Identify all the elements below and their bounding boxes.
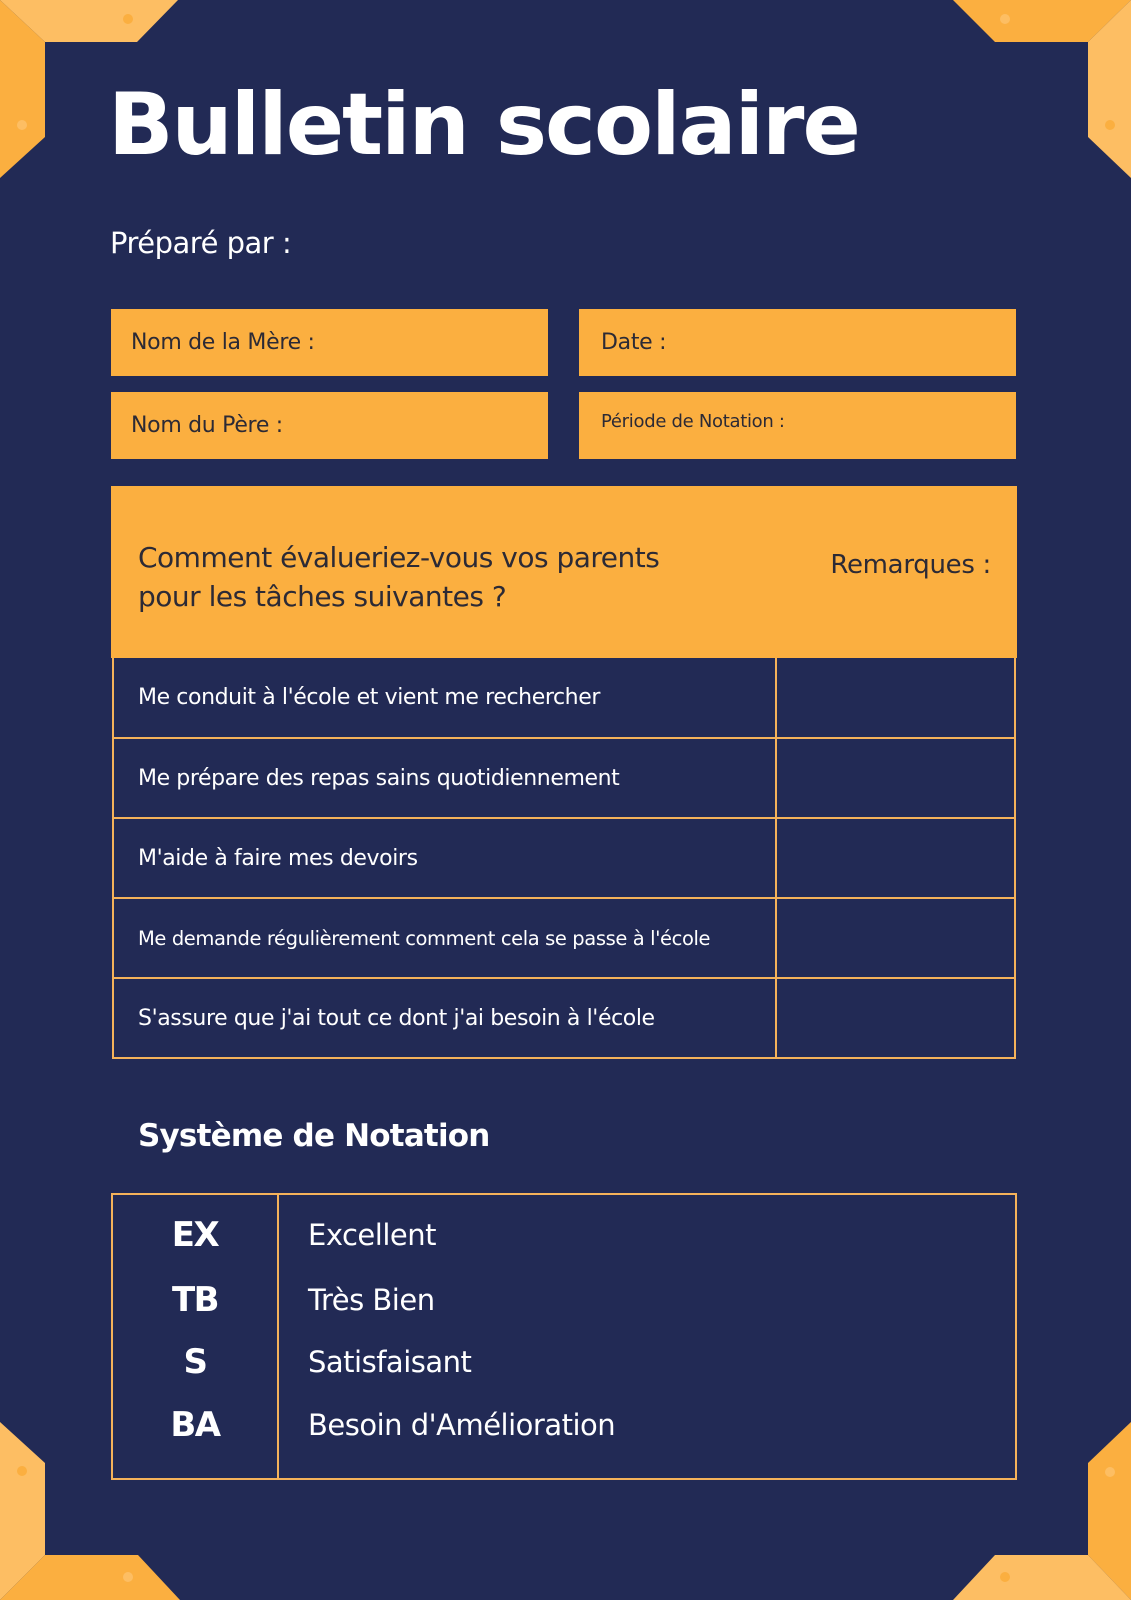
grading-period-field[interactable]: Période de Notation : bbox=[579, 392, 1016, 459]
table-row: Me demande régulièrement comment cela se… bbox=[112, 897, 1017, 979]
remark-cell[interactable] bbox=[774, 897, 1017, 979]
mother-name-label: Nom de la Mère : bbox=[131, 330, 315, 355]
date-label: Date : bbox=[601, 330, 667, 355]
grade-code: TB bbox=[171, 1280, 220, 1320]
legend-row: BA Besoin d'Amélioration bbox=[113, 1395, 1015, 1455]
remark-cell[interactable] bbox=[774, 737, 1017, 819]
grade-code: BA bbox=[170, 1405, 221, 1445]
legend-row: S Satisfaisant bbox=[113, 1332, 1015, 1392]
evaluation-header: Comment évalueriez-vous vos parents pour… bbox=[111, 486, 1017, 658]
grade-meaning: Très Bien bbox=[308, 1283, 435, 1317]
grade-code: EX bbox=[171, 1215, 220, 1255]
prepared-by-label[interactable]: Préparé par : bbox=[110, 226, 292, 260]
grade-meaning: Excellent bbox=[308, 1218, 436, 1252]
remark-cell[interactable] bbox=[774, 977, 1017, 1059]
evaluation-question-line-2: pour les tâches suivantes ? bbox=[138, 580, 507, 613]
grading-system-title: Système de Notation bbox=[138, 1118, 490, 1154]
table-row: S'assure que j'ai tout ce dont j'ai beso… bbox=[112, 977, 1017, 1059]
task-label: M'aide à faire mes devoirs bbox=[112, 817, 777, 899]
remark-cell[interactable] bbox=[774, 817, 1017, 899]
remark-cell[interactable] bbox=[774, 658, 1017, 739]
legend-row: TB Très Bien bbox=[113, 1270, 1015, 1330]
remarks-column-header: Remarques : bbox=[830, 550, 991, 580]
mother-name-field[interactable]: Nom de la Mère : bbox=[111, 309, 548, 376]
task-label: Me prépare des repas sains quotidienneme… bbox=[112, 737, 777, 819]
grade-code: S bbox=[183, 1342, 209, 1382]
father-name-field[interactable]: Nom du Père : bbox=[111, 392, 548, 459]
legend-divider bbox=[277, 1195, 279, 1478]
task-label: S'assure que j'ai tout ce dont j'ai beso… bbox=[112, 977, 777, 1059]
table-row: Me prépare des repas sains quotidienneme… bbox=[112, 737, 1017, 819]
table-row: Me conduit à l'école et vient me recherc… bbox=[112, 658, 1017, 739]
corner-top-right-decoration bbox=[953, 0, 1131, 178]
task-label: Me conduit à l'école et vient me recherc… bbox=[112, 658, 777, 739]
grade-meaning: Besoin d'Amélioration bbox=[308, 1408, 616, 1442]
evaluation-table: Me conduit à l'école et vient me recherc… bbox=[112, 658, 1017, 1059]
page-title: Bulletin scolaire bbox=[108, 75, 861, 175]
father-name-label: Nom du Père : bbox=[131, 413, 283, 438]
task-label: Me demande régulièrement comment cela se… bbox=[112, 897, 777, 979]
grade-meaning: Satisfaisant bbox=[308, 1345, 472, 1379]
grading-period-label: Période de Notation : bbox=[601, 411, 785, 432]
legend-row: EX Excellent bbox=[113, 1205, 1015, 1265]
table-row: M'aide à faire mes devoirs bbox=[112, 817, 1017, 899]
grading-legend: EX Excellent TB Très Bien S Satisfaisant… bbox=[111, 1193, 1017, 1480]
evaluation-question: Comment évalueriez-vous vos parents pour… bbox=[138, 538, 660, 616]
date-field[interactable]: Date : bbox=[579, 309, 1016, 376]
evaluation-question-line-1: Comment évalueriez-vous vos parents bbox=[138, 541, 660, 574]
